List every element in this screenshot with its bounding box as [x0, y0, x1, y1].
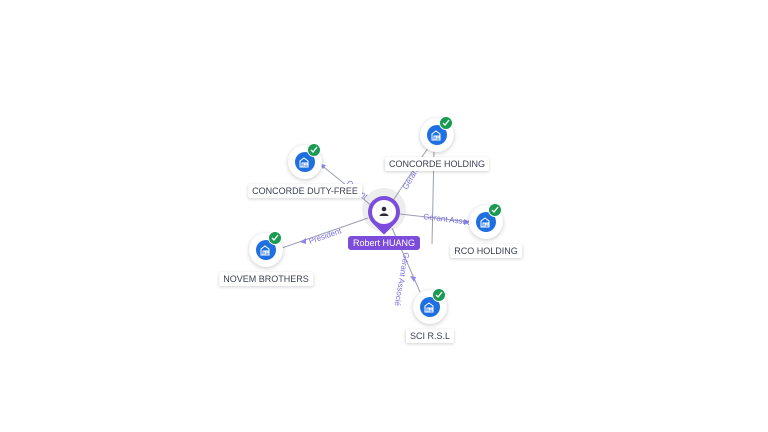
company-label: CONCORDE HOLDING: [384, 157, 490, 171]
edge-arrow: [464, 219, 470, 225]
verified-check-icon: [432, 288, 446, 302]
company-badge: [469, 203, 503, 239]
verified-check-icon: [307, 143, 321, 157]
company-label: NOVEM BROTHERS: [219, 272, 313, 286]
building-icon: [420, 297, 440, 317]
verified-check-icon: [488, 203, 502, 217]
company-label: CONCORDE DUTY-FREE: [248, 184, 362, 198]
edge-novem-brothers: [281, 217, 369, 249]
edge-arrow: [410, 276, 416, 282]
company-label: SCI R.S.L: [405, 329, 455, 343]
building-icon: [256, 240, 276, 260]
company-badge: [413, 288, 447, 324]
building-icon: [427, 125, 447, 145]
company-label: RCO HOLDING: [450, 244, 522, 258]
edge-arrow: [300, 238, 306, 244]
building-icon: [295, 152, 315, 172]
person-label: Robert HUANG: [347, 236, 421, 250]
edge-label-sci-rsl: Gérant Associé: [393, 252, 411, 308]
verified-check-icon: [439, 116, 453, 130]
company-badge: [288, 143, 322, 179]
company-badge: [420, 116, 454, 152]
verified-check-icon: [268, 231, 282, 245]
company-badge: [249, 231, 283, 267]
edge-rco-holding: [399, 213, 471, 223]
building-icon: [476, 212, 496, 232]
edge-label-novem-brothers: Président: [308, 226, 344, 246]
person-icon: [372, 200, 396, 224]
